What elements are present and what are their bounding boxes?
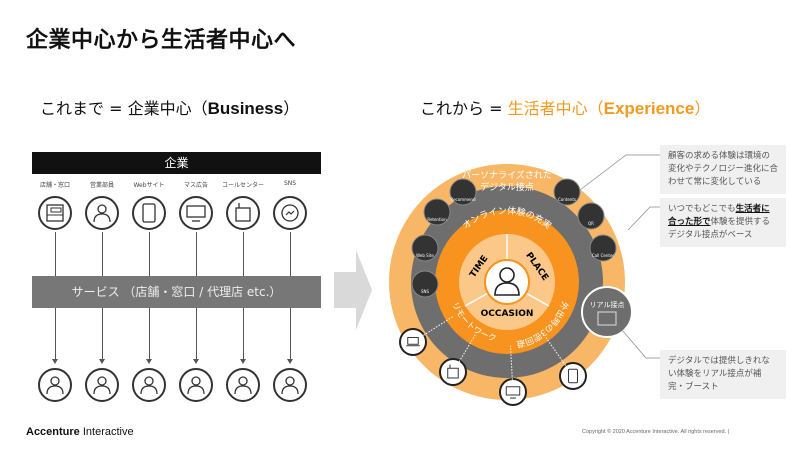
channel-label: コールセンター <box>221 182 264 189</box>
store-icon <box>38 196 72 230</box>
company-bar: 企業 <box>32 152 321 174</box>
connector-line <box>196 308 197 360</box>
left-heading: これまで = 企業中心（Business） <box>40 95 299 119</box>
phone-icon <box>439 358 467 386</box>
callout-real-boost: デジタルでは提供しきれない体験をリアル接点が補完・ブースト <box>660 350 786 399</box>
laptop-icon <box>399 328 427 356</box>
messenger-icon <box>273 196 307 230</box>
connector-line <box>102 308 103 360</box>
tablet-icon <box>132 196 166 230</box>
connector-line <box>196 232 197 276</box>
arrow-head-icon <box>52 359 58 364</box>
customer-person-icon <box>38 368 72 402</box>
service-bar: サービス （店舗・窓口 / 代理店 etc.） <box>32 276 321 308</box>
right-heading-suffix: ） <box>694 99 711 118</box>
left-heading-bold: Business <box>207 99 284 118</box>
callout-digital-base: いつでもどこでも生活者に合った形で体験を提供するデジタル接点がベース <box>660 198 786 247</box>
channel-4: コールセンター <box>218 180 268 230</box>
customer-person-icon <box>132 368 166 402</box>
page-title: 企業中心から生活者中心へ <box>26 28 297 53</box>
channel-2: Webサイト <box>124 180 174 230</box>
touchpoint-contents: Contents <box>553 178 581 206</box>
svg-text:Retention: Retention <box>427 217 447 222</box>
connector-line <box>290 232 291 276</box>
touchpoint-retention: Retention <box>423 198 451 226</box>
svg-text:リアル接点: リアル接点 <box>590 300 625 309</box>
callout-text: 体験を提供するデジタル接点がベース <box>668 217 771 240</box>
tablet-icon <box>559 362 587 390</box>
brand-bold: Accenture <box>26 426 80 438</box>
ring-title-line1: パーソナライズされた <box>462 169 552 181</box>
channel-label: 店舗・窓口 <box>39 182 70 189</box>
customer-person-icon <box>226 368 260 402</box>
arrow-head-icon <box>99 359 105 364</box>
channel-3: マス広告 <box>171 180 221 230</box>
channel-0: 店舗・窓口 <box>30 180 80 230</box>
channel-label: マス広告 <box>183 182 208 189</box>
customer-person-icon <box>85 368 119 402</box>
dotted-connector <box>420 316 453 338</box>
channel-label: Webサイト <box>133 182 165 189</box>
ring-title-line2: デジタル接点 <box>480 181 534 193</box>
channel-5: SNS <box>265 180 315 230</box>
callout-leaders <box>579 154 660 359</box>
arrow-head-icon <box>240 359 246 364</box>
monitor-icon <box>499 378 527 406</box>
svg-text:Web Site: Web Site <box>416 253 434 258</box>
connector-line <box>149 308 150 360</box>
right-heading-accent: 生活者中心（ <box>507 99 604 118</box>
connector-line <box>290 308 291 360</box>
customer-person-icon <box>273 368 307 402</box>
right-heading: これから = 生活者中心（Experience） <box>420 95 710 119</box>
brand-rest: Interactive <box>79 426 134 438</box>
right-heading-bold: Experience <box>603 99 695 118</box>
connector-line <box>102 232 103 276</box>
arrow-head-icon <box>146 359 152 364</box>
copyright: Copyright © 2020 Accenture Interactive. … <box>582 429 730 435</box>
connector-line <box>55 232 56 276</box>
touchpoint-call-center: Call Center <box>589 234 617 262</box>
channel-label: 営業部員 <box>89 182 114 189</box>
right-heading-prefix: これから = <box>420 99 508 118</box>
left-heading-suffix: ） <box>283 99 300 118</box>
touchpoint-web-site: Web Site <box>411 234 439 262</box>
monitor-icon <box>179 196 213 230</box>
channel-1: 営業部員 <box>77 180 127 230</box>
svg-text:Call Center: Call Center <box>592 253 615 258</box>
channel-label: SNS <box>283 180 297 187</box>
svg-text:SNS: SNS <box>421 289 430 294</box>
touchpoint-recommend: Recommend <box>449 178 477 206</box>
salesperson-icon <box>85 196 119 230</box>
connector-line <box>149 232 150 276</box>
connector-line <box>243 308 244 360</box>
customer-person-icon <box>179 368 213 402</box>
svg-text:Contents: Contents <box>558 197 576 202</box>
dotted-connector <box>544 336 568 369</box>
connector-line <box>55 308 56 360</box>
phone-icon <box>226 196 260 230</box>
arrow-head-icon <box>287 359 293 364</box>
segment-occasion: OCCASION <box>481 309 534 319</box>
svg-text:QR: QR <box>588 221 594 226</box>
real-touchpoint: リアル接点 <box>581 286 633 338</box>
store-icon <box>597 311 617 326</box>
brand-logo: Accenture Interactive <box>26 426 134 438</box>
transition-arrow-icon <box>334 250 372 330</box>
svg-text:Recommend: Recommend <box>450 197 475 202</box>
connector-line <box>243 232 244 276</box>
arrow-head-icon <box>193 359 199 364</box>
touchpoint-qr: QR <box>577 202 605 230</box>
callout-emphasis: 生活者に合った形で <box>668 204 770 227</box>
dotted-connector <box>509 345 513 383</box>
experience-diagram: TIME PLACE OCCASION パーソナライズされた デジタル接点 オン… <box>389 164 633 406</box>
left-heading-prefix: これまで = 企業中心（ <box>40 99 208 118</box>
callout-changing-experience: 顧客の求める体験は環境の変化やテクノロジー進化に合わせて常に変化している <box>660 145 786 194</box>
callout-text: いつでもどこでも <box>668 204 736 214</box>
person-icon <box>494 267 520 296</box>
touchpoint-sns: SNS <box>411 270 439 298</box>
